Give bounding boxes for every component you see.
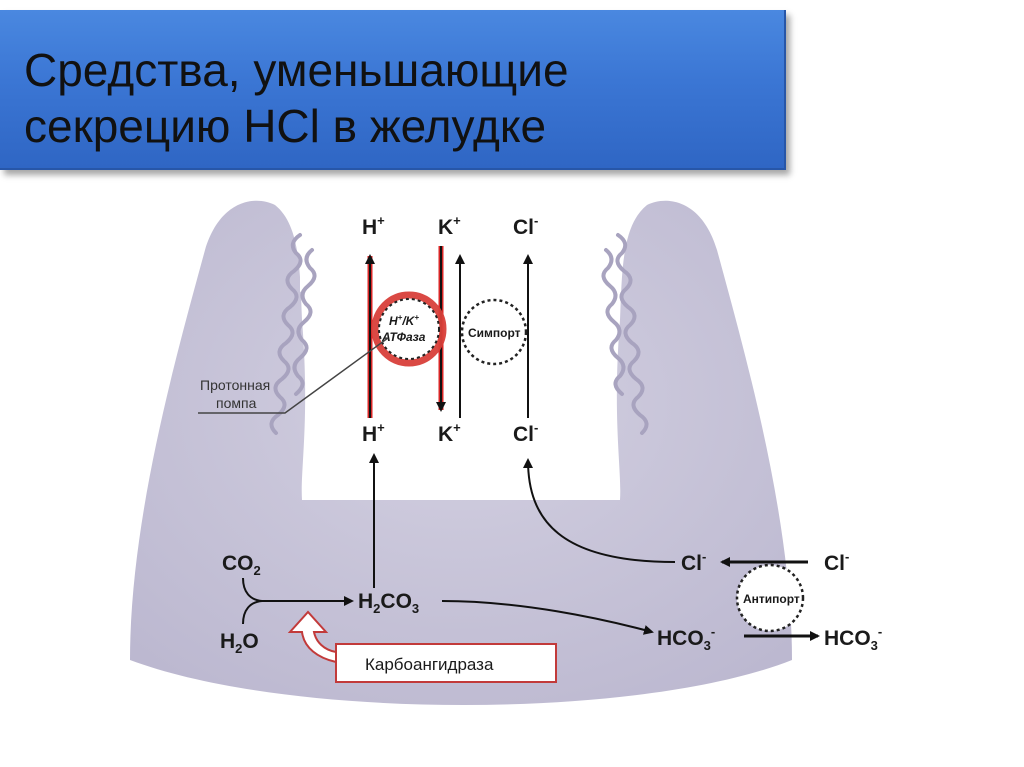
title-banner: Средства, уменьшающие секрецию HCl в жел… xyxy=(0,10,786,170)
symport-label: Симпорт xyxy=(468,326,521,340)
symport-carrier: Симпорт xyxy=(460,298,528,366)
hco3-inner-label: HCO3- xyxy=(657,624,715,653)
top-ion-h: H+ xyxy=(362,213,385,239)
title-line-1: Средства, уменьшающие xyxy=(24,44,569,96)
cl-outer-label: Cl- xyxy=(824,549,849,575)
mid-ion-h: H+ xyxy=(362,420,385,446)
slide-title: Средства, уменьшающие секрецию HCl в жел… xyxy=(24,42,569,154)
cl-inner-label: Cl- xyxy=(681,549,706,575)
antiport-carrier: Антипорт xyxy=(735,563,805,633)
mid-ion-cl: Cl- xyxy=(513,420,538,446)
top-ion-cl: Cl- xyxy=(513,213,538,239)
microvilli-right xyxy=(601,233,649,435)
carbonic-anhydrase-arrow xyxy=(287,610,337,664)
antiport-label: Антипорт xyxy=(743,592,800,606)
mid-ion-k: K+ xyxy=(438,420,461,446)
proton-pump-callout: Протонная помпа xyxy=(198,337,389,414)
microvilli-left xyxy=(269,233,317,435)
h2co3-to-hco3-arrow xyxy=(441,600,654,635)
carbonic-anhydrase-box: Карбоангидраза xyxy=(335,643,557,683)
proton-pump-atpase: H+/K+ АТФаза xyxy=(371,291,447,367)
title-line-2: секрецию HCl в желудке xyxy=(24,100,547,152)
h2o-label: H2O xyxy=(220,630,259,656)
proton-pump-label-2: помпа xyxy=(216,395,257,411)
co2-label: CO2 xyxy=(222,552,261,578)
hco3-outer-label: HCO3- xyxy=(824,624,882,653)
proton-pump-label-1: Протонная xyxy=(200,377,270,393)
cl-inner-to-mid-arrow xyxy=(523,458,676,563)
h2co3-label: H2CO3 xyxy=(358,590,419,616)
top-ion-k: K+ xyxy=(438,213,461,239)
carbonic-anhydrase-label: Карбоангидраза xyxy=(365,655,494,674)
canaliculus-top xyxy=(300,210,620,292)
pump-label-line1: H+/K+ xyxy=(389,313,419,328)
pump-label-line2: АТФаза xyxy=(381,330,426,344)
